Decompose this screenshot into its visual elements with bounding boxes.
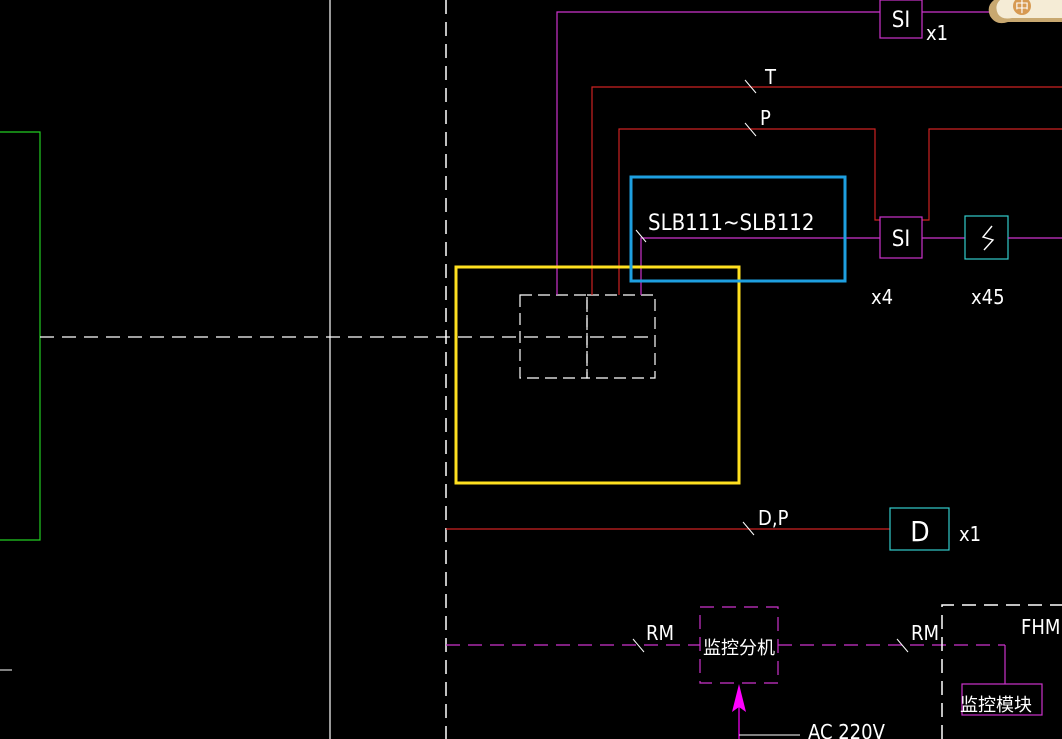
t-wire-tick: [744, 79, 757, 94]
d-box-label: D: [910, 515, 929, 548]
slb-wire-tick: [635, 229, 647, 243]
monitor-module-label: 监控模块: [960, 695, 1032, 716]
p-wire-branch: [922, 128, 1062, 221]
rm-left-label: RM: [646, 621, 674, 645]
t-wire: [591, 86, 1062, 295]
monitor-module-box: [961, 683, 1043, 716]
p-wire-tick: [744, 122, 757, 137]
left-panel-outline: [0, 131, 41, 541]
si-top-wire: [556, 11, 880, 295]
p-wire-label: P: [760, 106, 771, 130]
si-top-label: SI: [892, 8, 910, 33]
si-top-multiplier: x1: [926, 21, 948, 45]
blue-highlight-box[interactable]: [629, 175, 847, 283]
si-mid-label: SI: [892, 227, 910, 252]
slb-range-label: SLB111~SLB112: [648, 211, 814, 236]
rm-left-tick: [632, 638, 645, 653]
dp-wire-tick: [742, 521, 755, 536]
slb-wire: [640, 237, 880, 295]
sensor-multiplier: x45: [971, 285, 1005, 309]
si-mid-multiplier: x4: [871, 285, 893, 309]
t-wire-label: T: [764, 65, 777, 89]
app-badge-icon[interactable]: 中: [982, 0, 1062, 30]
dp-wire-label: D,P: [758, 506, 789, 530]
ac-feed-arrow-icon: [732, 684, 746, 712]
yellow-highlight-box[interactable]: [454, 265, 741, 485]
si-top-box: [879, 0, 923, 39]
d-box: [889, 507, 950, 551]
fhm-label: FHM: [1021, 615, 1060, 639]
fhm-enclosure: [941, 604, 1062, 739]
svg-text:中: 中: [1015, 0, 1029, 16]
monitor-sub-label: 监控分机: [703, 638, 775, 659]
rm-right-tick: [896, 638, 909, 653]
p-wire: [618, 128, 880, 295]
s-curve-sensor-icon: [981, 225, 995, 251]
ac-power-label: AC 220V: [808, 720, 886, 739]
d-box-multiplier: x1: [959, 522, 981, 546]
junction-box-right: [586, 294, 656, 379]
rm-right-label: RM: [911, 621, 939, 645]
